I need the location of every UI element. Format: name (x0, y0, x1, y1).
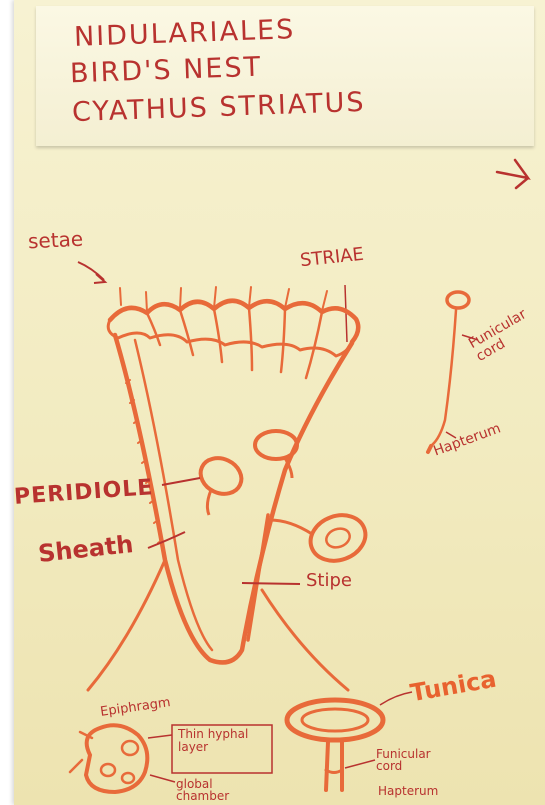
peridiole-section (70, 725, 147, 792)
peridiole-pointer (162, 478, 200, 485)
label-hapterum-bottom: Hapterum (378, 784, 438, 798)
section-pointers (148, 735, 175, 782)
peridiole-group (195, 431, 372, 568)
label-funicular-cord-bottom: Funicular cord (376, 748, 456, 772)
label-stipe: Stipe (306, 570, 352, 591)
label-global-chamber: global chamber (176, 778, 256, 802)
arrow-icon (497, 160, 528, 188)
label-setae: setae (27, 227, 83, 254)
detached-peridiole (428, 292, 469, 452)
label-thin-hyphal-layer: Thin hyphal layer (178, 728, 270, 754)
tunica-detail (287, 700, 383, 790)
stipe-pointer (242, 583, 300, 584)
sheath-pointer (148, 532, 185, 548)
